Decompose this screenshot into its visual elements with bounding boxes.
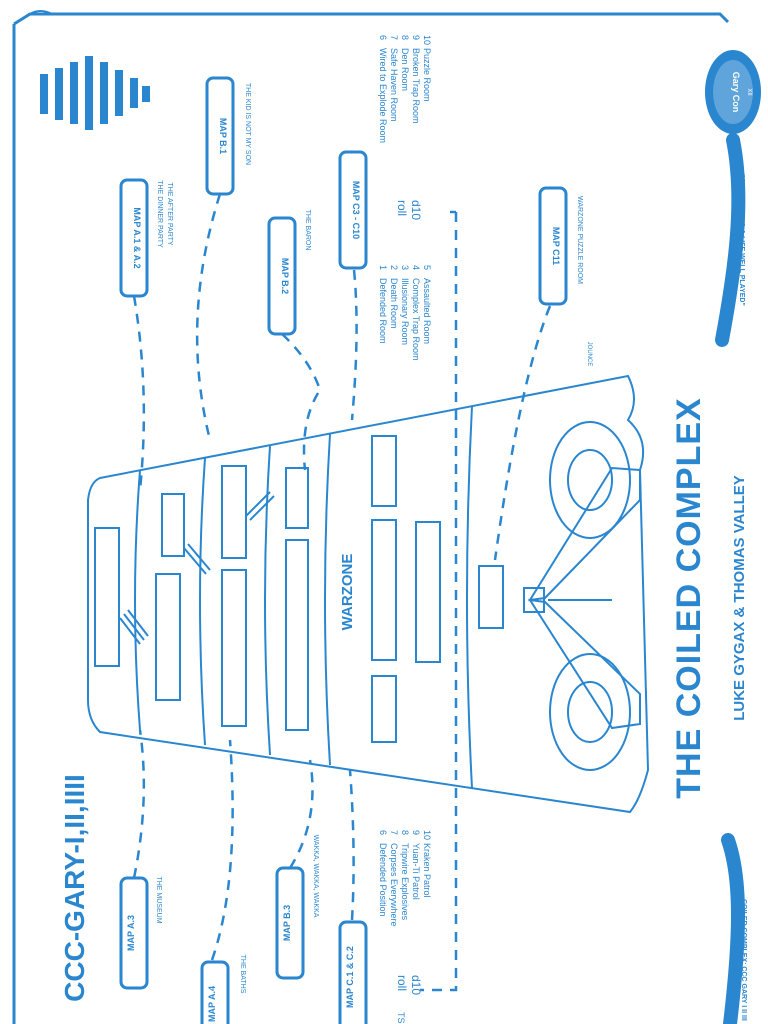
map-label: MAP C3 - C10 [351,181,361,239]
map-box-c3-c10: MAP C3 - C10 [338,150,368,270]
map-box-a1-a2: MAP A.1 & A.2 THE DINNER PARTY THE AFTER… [119,178,173,298]
svg-text:10: 10 [422,35,432,45]
svg-text:Defended Room: Defended Room [378,278,388,344]
svg-text:1: 1 [378,265,388,270]
svg-text:Complex Trap Room: Complex Trap Room [411,278,421,361]
map-label: MAP C11 [551,227,561,265]
badge-subtext: XII [746,88,752,96]
logo-icon [40,56,150,130]
map-subtitle: THE BARON [304,210,311,251]
svg-text:9: 9 [411,830,421,835]
svg-text:Wired to Explode Room: Wired to Explode Room [378,48,388,143]
svg-text:Den Room: Den Room [400,48,410,91]
map-box-b2: MAP B.2 THE BARON [267,210,311,336]
svg-text:Yuan-Ti Patrol: Yuan-Ti Patrol [411,843,421,900]
page-frame [12,12,730,1024]
tagline-text: "CELEBRATING A LIFE WELL PLAYED" [738,174,745,306]
dungeon-complex [87,374,650,814]
room-table-c3-c10: 1 Defended Room 2 Death Room 3 Illusiona… [378,35,432,361]
die-label: d10 [409,200,423,220]
map-subtitle: THE AFTER PARTY [166,182,173,245]
svg-text:4: 4 [411,265,421,270]
svg-text:7: 7 [389,830,399,835]
map-box-a3: MAP A.3 THE MUSEUM [119,876,162,990]
roll-label: roll [395,975,409,991]
svg-text:Corpses Everywhere: Corpses Everywhere [389,843,399,927]
map-label: MAP B.2 [280,258,290,294]
svg-text:Tripwire Explosives: Tripwire Explosives [400,843,410,921]
map-subtitle: WAKKA, WAKKA, WAKKA [312,835,319,918]
svg-text:Puzzle Room: Puzzle Room [422,48,432,102]
map-label: MAP A.4 [207,986,217,1022]
map-box-b1: MAP B.1 THE KID IS NOT MY SON [205,76,251,196]
svg-text:Illusionary Room: Illusionary Room [400,278,410,345]
svg-text:Broken Trap Room: Broken Trap Room [411,48,421,124]
svg-text:Kraken Patrol: Kraken Patrol [422,843,432,898]
svg-text:8: 8 [400,35,410,40]
map-label: MAP B.3 [282,905,292,941]
map-subtitle: WARZONE PUZZLE ROOM [576,196,583,284]
main-title: THE COILED COMPLEX [670,397,708,798]
svg-text:Assaulted Room: Assaulted Room [422,278,432,344]
svg-text:9: 9 [411,35,421,40]
cut-text: TS [396,1012,406,1024]
svg-text:Defended Position: Defended Position [378,843,388,917]
footer-text: COILED COMPLEX: CCC GARY I II III [740,899,747,1021]
garycon-badge: Gary Con XII [705,50,761,134]
map-box-c11: MAP C11 WARZONE PUZZLE ROOM [538,186,583,306]
map-box-b3: MAP B.3 WAKKA, WAKKA, WAKKA [275,835,319,980]
module-code: CCC-GARY-I,II,IIII [59,774,90,1002]
svg-text:10: 10 [422,830,432,840]
svg-text:6: 6 [378,830,388,835]
svg-text:6: 6 [378,35,388,40]
map-subtitle: THE MUSEUM [155,876,162,923]
map-subtitle: THE DINNER PARTY [156,180,163,248]
svg-text:3: 3 [400,265,410,270]
room-table-c1-c2: 6 Defended Position 7 Corpses Everywhere… [378,830,432,1024]
map-subtitle: THE BATHS [239,955,246,994]
die-label: d10 [409,975,423,995]
svg-text:Death Room: Death Room [389,278,399,329]
authors-text: LUKE GYGAX & THOMAS VALLEY [731,475,748,721]
svg-text:5: 5 [422,265,432,270]
badge-text: Gary Con [731,72,741,113]
svg-text:7: 7 [389,35,399,40]
roll-label: roll [395,200,409,216]
map-label: MAP B.1 [218,118,228,154]
svg-text:8: 8 [400,830,410,835]
map-label: MAP A.1 & A.2 [132,207,142,268]
map-box-c1-c2: MAP C.1 & C.2 [338,920,368,1024]
warzone-label: WARZONE [339,554,356,631]
map-connectors [132,193,552,992]
artist-signature: JOUNCE [586,342,592,367]
map-box-a4: MAP A.4 THE BATHS [200,955,246,1024]
svg-text:2: 2 [389,265,399,270]
map-subtitle: THE KID IS NOT MY SON [244,83,251,165]
map-label: MAP C.1 & C.2 [345,946,355,1008]
map-label: MAP A.3 [126,915,136,951]
svg-text:Safe Haven Room: Safe Haven Room [389,48,399,122]
